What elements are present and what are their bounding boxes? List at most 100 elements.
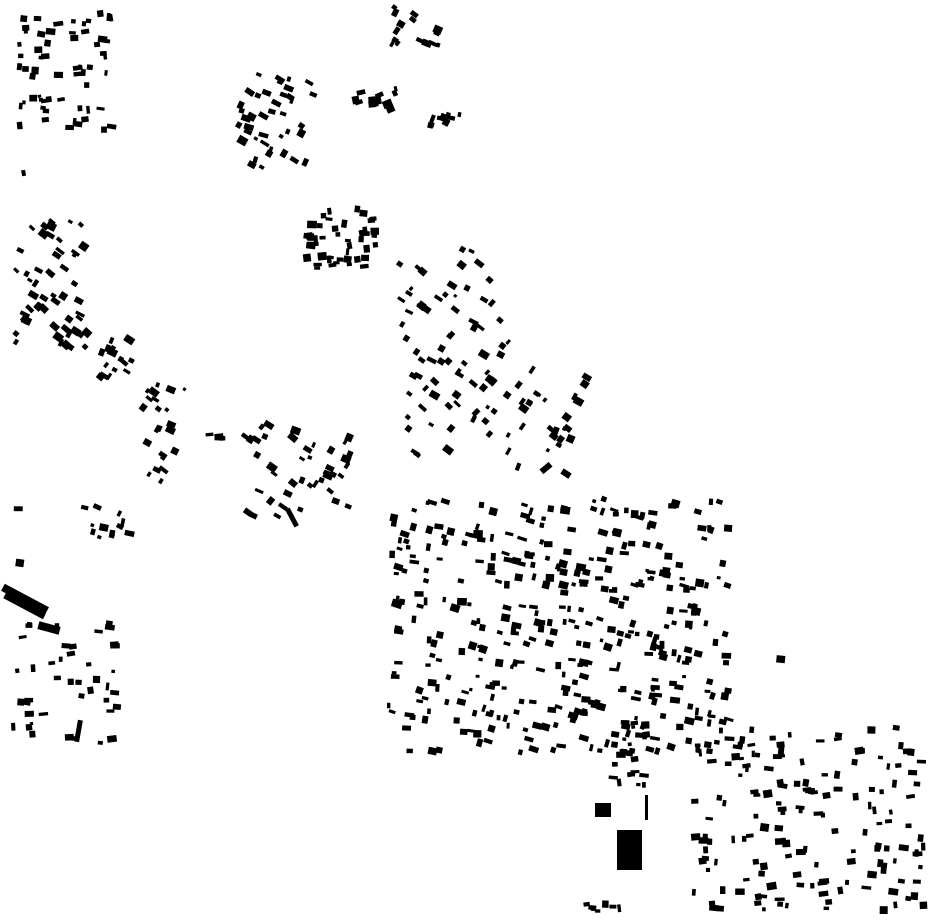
building xyxy=(454,370,465,379)
building xyxy=(571,582,577,587)
building xyxy=(395,260,404,268)
building xyxy=(320,212,327,219)
building xyxy=(698,837,709,844)
building xyxy=(888,809,893,815)
building xyxy=(488,506,499,517)
building xyxy=(77,240,90,253)
building xyxy=(517,402,530,414)
building xyxy=(115,522,125,531)
building xyxy=(705,816,714,821)
building xyxy=(101,126,107,133)
building xyxy=(600,585,609,593)
building xyxy=(834,732,843,739)
building xyxy=(916,759,927,764)
building xyxy=(475,322,485,332)
building xyxy=(273,512,282,520)
building xyxy=(494,578,503,585)
building xyxy=(72,120,83,128)
building xyxy=(603,738,611,748)
building xyxy=(473,529,483,538)
building xyxy=(539,522,545,529)
building xyxy=(390,674,400,680)
building xyxy=(277,502,289,512)
building xyxy=(578,579,589,584)
building xyxy=(255,71,262,78)
building xyxy=(597,528,609,537)
building xyxy=(158,450,166,458)
building xyxy=(639,772,649,778)
building xyxy=(831,827,839,835)
building xyxy=(39,293,49,303)
building xyxy=(31,279,40,288)
building xyxy=(428,389,441,401)
building xyxy=(478,644,489,655)
building xyxy=(622,737,627,741)
building xyxy=(723,716,734,723)
building xyxy=(651,677,659,682)
building xyxy=(453,293,458,299)
building xyxy=(539,538,545,545)
building xyxy=(780,839,786,844)
building xyxy=(706,758,717,764)
building xyxy=(164,407,170,413)
building xyxy=(426,499,438,506)
building xyxy=(123,333,136,346)
building xyxy=(561,671,566,678)
building xyxy=(547,505,555,513)
building xyxy=(457,111,462,118)
building xyxy=(706,709,712,718)
building xyxy=(18,53,24,59)
building xyxy=(630,582,639,588)
building xyxy=(705,678,714,686)
building xyxy=(498,341,507,351)
building xyxy=(584,620,594,627)
building xyxy=(122,368,131,375)
building xyxy=(647,576,652,581)
building xyxy=(244,86,256,97)
building xyxy=(607,625,616,634)
building xyxy=(905,793,916,800)
building xyxy=(762,789,773,799)
building xyxy=(80,28,90,35)
building xyxy=(359,209,368,218)
building xyxy=(735,888,745,895)
building xyxy=(92,503,102,511)
building xyxy=(450,305,461,315)
building xyxy=(283,83,295,93)
building xyxy=(30,664,36,673)
building xyxy=(104,70,108,76)
building xyxy=(641,721,650,729)
building xyxy=(884,819,893,824)
building xyxy=(391,671,397,675)
building xyxy=(399,529,410,539)
building xyxy=(142,437,153,448)
building xyxy=(646,570,656,575)
building xyxy=(20,15,28,23)
building xyxy=(569,715,577,724)
building xyxy=(414,591,424,597)
building xyxy=(774,824,784,832)
building xyxy=(709,691,716,701)
building xyxy=(528,745,540,754)
building xyxy=(742,877,750,882)
building xyxy=(850,849,856,854)
building xyxy=(630,695,642,702)
building xyxy=(307,455,313,461)
building xyxy=(861,885,872,890)
building xyxy=(456,697,467,707)
building xyxy=(120,518,126,527)
building xyxy=(409,9,419,19)
building xyxy=(412,450,422,459)
building xyxy=(616,638,623,647)
building xyxy=(724,687,732,695)
building xyxy=(205,432,214,437)
building xyxy=(68,643,77,650)
building xyxy=(815,739,825,743)
building xyxy=(67,219,74,225)
building xyxy=(631,725,636,729)
building xyxy=(867,870,878,879)
building xyxy=(762,907,766,912)
building xyxy=(635,732,644,739)
building xyxy=(867,726,876,734)
building xyxy=(739,735,746,744)
